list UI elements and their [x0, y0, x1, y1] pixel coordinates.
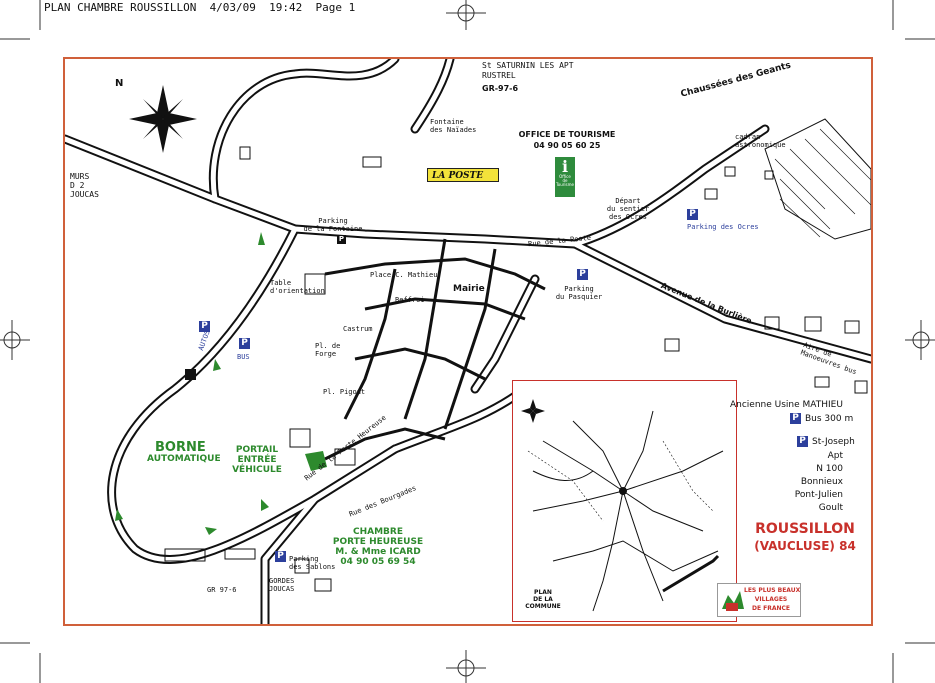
label-borne: BORNE — [155, 440, 206, 455]
parking-icon-ocres: P — [687, 209, 698, 220]
label-gordes: GORDES JOUCAS — [269, 577, 295, 593]
la-poste-sign: LA POSTE — [427, 168, 499, 182]
label-fontaine: Fontaine des Naïades — [430, 118, 477, 134]
label-castrum: Castrum — [343, 325, 373, 333]
label-parking-ocres: Parking des Ocres — [687, 223, 759, 231]
label-rustrel: RUSTREL — [482, 71, 516, 80]
info-letter: i — [561, 157, 569, 176]
parking-icon-bus-usine: P — [790, 413, 801, 424]
destination-3: Pont-Julien — [794, 490, 843, 500]
parking-icon-autos: P — [199, 321, 210, 332]
parking-icon-fontaine: P — [337, 235, 346, 244]
label-st-joseph: St-Joseph — [812, 437, 855, 447]
label-portail: PORTAIL ENTRÉE VÉHICULE — [232, 445, 282, 475]
label-gr-road: GR-97-6 — [482, 84, 519, 93]
inset-roads — [521, 399, 724, 612]
map-title: ROUSSILLON — [755, 521, 855, 537]
parking-icon-pasquier: P — [577, 269, 588, 280]
label-beffroi: Beffroi — [395, 296, 425, 304]
compass-rose — [129, 85, 197, 153]
inset-commune-map: PLAN DE LA COMMUNE — [512, 380, 737, 622]
label-mairie: Mairie — [453, 284, 485, 294]
village-logo-mark — [722, 591, 744, 611]
destination-1: N 100 — [816, 464, 843, 474]
village-logo-text: LES PLUS BEAUX VILLAGES DE FRANCE — [744, 587, 801, 612]
label-bus-300: Bus 300 m — [805, 414, 854, 424]
label-automatique: AUTOMATIQUE — [147, 454, 221, 464]
map-frame: N St SATURNIN LES APT RUSTREL GR-97-6 Fo… — [63, 57, 873, 626]
villages-de-france-logo: LES PLUS BEAUX VILLAGES DE FRANCE — [717, 583, 801, 617]
label-depart: Départ du sentier des Ocres — [606, 197, 650, 221]
street-map — [65, 59, 871, 624]
parking-icon-st-joseph: P — [797, 436, 808, 447]
label-table-orientation: Table d'orientation — [270, 279, 325, 295]
label-usine: Ancienne Usine MATHIEU — [730, 400, 843, 410]
label-st-saturnin: St SATURNIN LES APT — [482, 61, 574, 70]
label-bus: BUS — [237, 353, 250, 361]
parking-icon-bus: P — [239, 338, 250, 349]
label-place-mathieu: Place C. Mathieu — [370, 271, 438, 279]
label-parking-pasquier: Parking du Pasquier — [555, 285, 603, 301]
destination-4: Goult — [818, 503, 843, 513]
label-murs: MURS D 2 JOUCAS — [70, 172, 99, 199]
office-title: OFFICE DE TOURISME — [518, 130, 616, 139]
print-header: PLAN CHAMBRE ROUSSILLON 4/03/09 19:42 Pa… — [44, 1, 356, 14]
map-subtitle: (VAUCLUSE) 84 — [754, 539, 856, 553]
label-cadran: cadran astronomique — [735, 133, 786, 149]
label-pl-pigout: Pl. Pigout — [323, 388, 366, 396]
label-gr-bottom: GR 97-6 — [207, 586, 237, 594]
tourisme-sign-text: Office de Tourisme — [556, 174, 574, 187]
parking-icon-sablons: P — [275, 551, 286, 562]
tourism-info-icon: i Office de Tourisme — [555, 157, 575, 197]
inset-label: PLAN DE LA COMMUNE — [525, 589, 561, 610]
label-pl-forge: Pl. de Forge — [315, 342, 341, 358]
label-parking-sablons: Parking des Sablons — [289, 555, 336, 571]
label-chambre: CHAMBRE PORTE HEUREUSE M. & Mme ICARD 04… — [332, 527, 424, 567]
office-phone: 04 90 05 60 25 — [533, 141, 601, 150]
label-parking-fontaine: Parking de la Fontaine — [303, 217, 363, 233]
destination-0: Apt — [827, 451, 843, 461]
destination-2: Bonnieux — [800, 477, 843, 487]
compass-north-label: N — [115, 78, 124, 89]
